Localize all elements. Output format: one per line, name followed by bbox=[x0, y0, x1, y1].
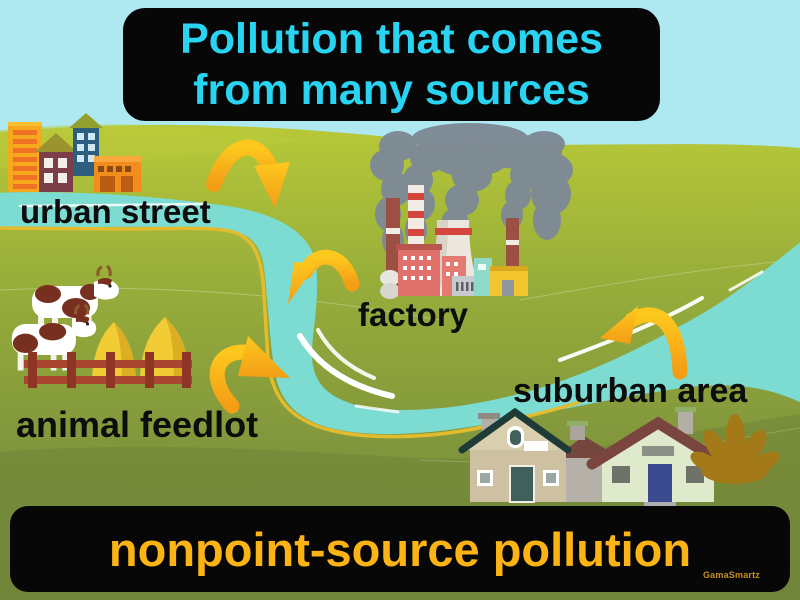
definition-term: nonpoint-source pollution bbox=[108, 522, 692, 576]
factory-smoke bbox=[370, 123, 573, 256]
suburban-houses-illustration bbox=[458, 407, 780, 507]
title-line1: Pollution that comes bbox=[180, 14, 603, 63]
label-suburban-area: suburban area bbox=[513, 372, 748, 410]
runoff-arrow-suburban-icon bbox=[600, 306, 688, 380]
runoff-arrow-factory-icon bbox=[288, 249, 360, 304]
definition-panel: nonpoint-source pollution GamaSmartz bbox=[10, 506, 790, 592]
title-panel: Pollution that comes from many sources bbox=[123, 8, 660, 121]
bush-icon bbox=[690, 414, 780, 484]
label-urban-street: urban street bbox=[20, 193, 211, 230]
runoff-arrow-feedlot-icon bbox=[209, 336, 290, 414]
feedlot-illustration bbox=[11, 264, 192, 388]
runoff-arrows bbox=[206, 139, 688, 414]
factory-illustration bbox=[380, 185, 528, 299]
runoff-arrow-urban-icon bbox=[206, 139, 290, 208]
title-text: Pollution that comes from many sources bbox=[180, 14, 603, 115]
watermark: GamaSmartz bbox=[702, 570, 760, 580]
river-highlights bbox=[18, 202, 764, 414]
label-factory: factory bbox=[358, 296, 469, 333]
title-line2: from many sources bbox=[193, 65, 590, 114]
label-animal-feedlot: animal feedlot bbox=[16, 404, 259, 445]
fence-icon bbox=[24, 352, 192, 388]
urban-buildings-illustration bbox=[8, 113, 141, 192]
